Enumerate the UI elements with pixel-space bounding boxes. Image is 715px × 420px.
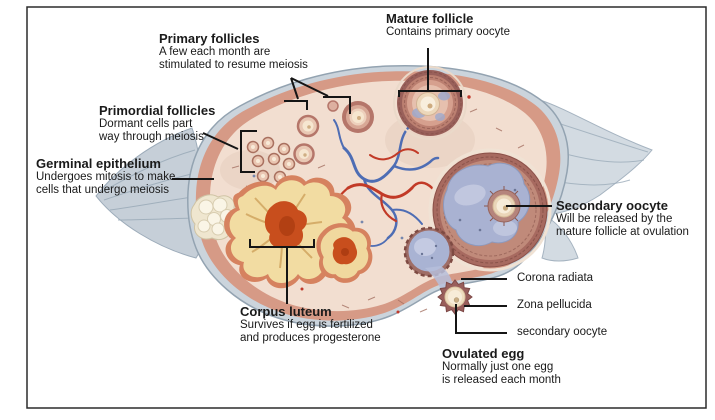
mature-follicle-graphic [393, 66, 467, 140]
ovulated-egg-title: Ovulated egg [442, 346, 525, 361]
label-zona-pellucida: Zona pellucida [517, 299, 592, 311]
label-primary-follicles: Primary follicles A few each month are s… [159, 32, 308, 72]
secondary-oocyte-title: Secondary oocyte [556, 198, 668, 213]
figure-border [26, 6, 707, 409]
ovulated-egg-desc-1: Normally just one egg [442, 361, 554, 373]
label-germinal-epithelium: Germinal epithelium Undergoes mitosis to… [36, 157, 175, 197]
secondary-oocyte-follicle-graphic [428, 148, 552, 272]
label-primordial-follicles: Primordial follicles Dormant cells part … [99, 104, 215, 144]
arteries [313, 148, 434, 223]
primary-follicles-desc-2: stimulated to resume meiosis [159, 59, 308, 71]
mature-follicle-title: Mature follicle [386, 11, 474, 26]
primordial-follicles-desc-2: way through meiosis [99, 131, 204, 143]
label-corpus-luteum: Corpus luteum Survives if egg is fertili… [240, 305, 381, 345]
primordial-follicles-graphic [246, 136, 296, 184]
primary-follicles-fork-right [290, 77, 329, 97]
secondary-oocyte-desc-1: Will be released by the [556, 213, 673, 225]
ovulated-egg-desc-2: is released each month [442, 374, 561, 386]
secondary-oocyte-part-line [455, 304, 507, 334]
primary-follicles-fork-left [290, 77, 299, 100]
primary-follicles-cap-right [323, 96, 351, 114]
primordial-follicles-desc-1: Dormant cells part [99, 118, 193, 130]
secondary-oocyte-graphic [453, 297, 460, 303]
label-secondary-oocyte: Secondary oocyte Will be released by the… [556, 199, 689, 239]
label-ovulated-egg: Ovulated egg Normally just one egg is re… [442, 347, 561, 387]
label-corona-radiata: Corona radiata [517, 272, 594, 284]
primordial-follicles-line [202, 132, 239, 150]
germinal-epithelium-title: Germinal epithelium [36, 156, 161, 171]
label-secondary-oocyte-part: secondary oocyte [517, 326, 608, 338]
primary-follicles-title: Primary follicles [159, 31, 260, 46]
primary-follicles-desc-1: A few each month are [159, 46, 271, 58]
label-mature-follicle: Mature follicle Contains primary oocyte [386, 12, 510, 39]
primordial-follicles-title: Primordial follicles [99, 103, 216, 118]
corpus-luteum-bracket [249, 239, 315, 248]
mature-follicle-desc: Contains primary oocyte [386, 26, 510, 38]
secondary-oocyte-desc-2: mature follicle at ovulation [556, 226, 689, 238]
corpus-luteum-desc-1: Survives if egg is fertilized [240, 319, 373, 331]
blood-vessels [313, 116, 440, 247]
veins [333, 116, 440, 247]
primordial-follicles-bracket [240, 130, 257, 173]
ovulated-egg-graphic [437, 279, 473, 315]
corpus-luteum-desc-2: and produces progesterone [240, 332, 381, 344]
corpus-luteum-small-graphic [316, 223, 373, 283]
germinal-epithelium-desc-2: cells that undergo meiosis [36, 184, 169, 196]
leader-lines [172, 48, 552, 334]
primary-follicles-cap-left [284, 100, 308, 110]
germinal-epithelium-desc-1: Undergoes mitosis to make [36, 171, 176, 183]
mature-follicle-bracket [398, 90, 462, 97]
corpus-luteum-title: Corpus luteum [240, 304, 332, 319]
